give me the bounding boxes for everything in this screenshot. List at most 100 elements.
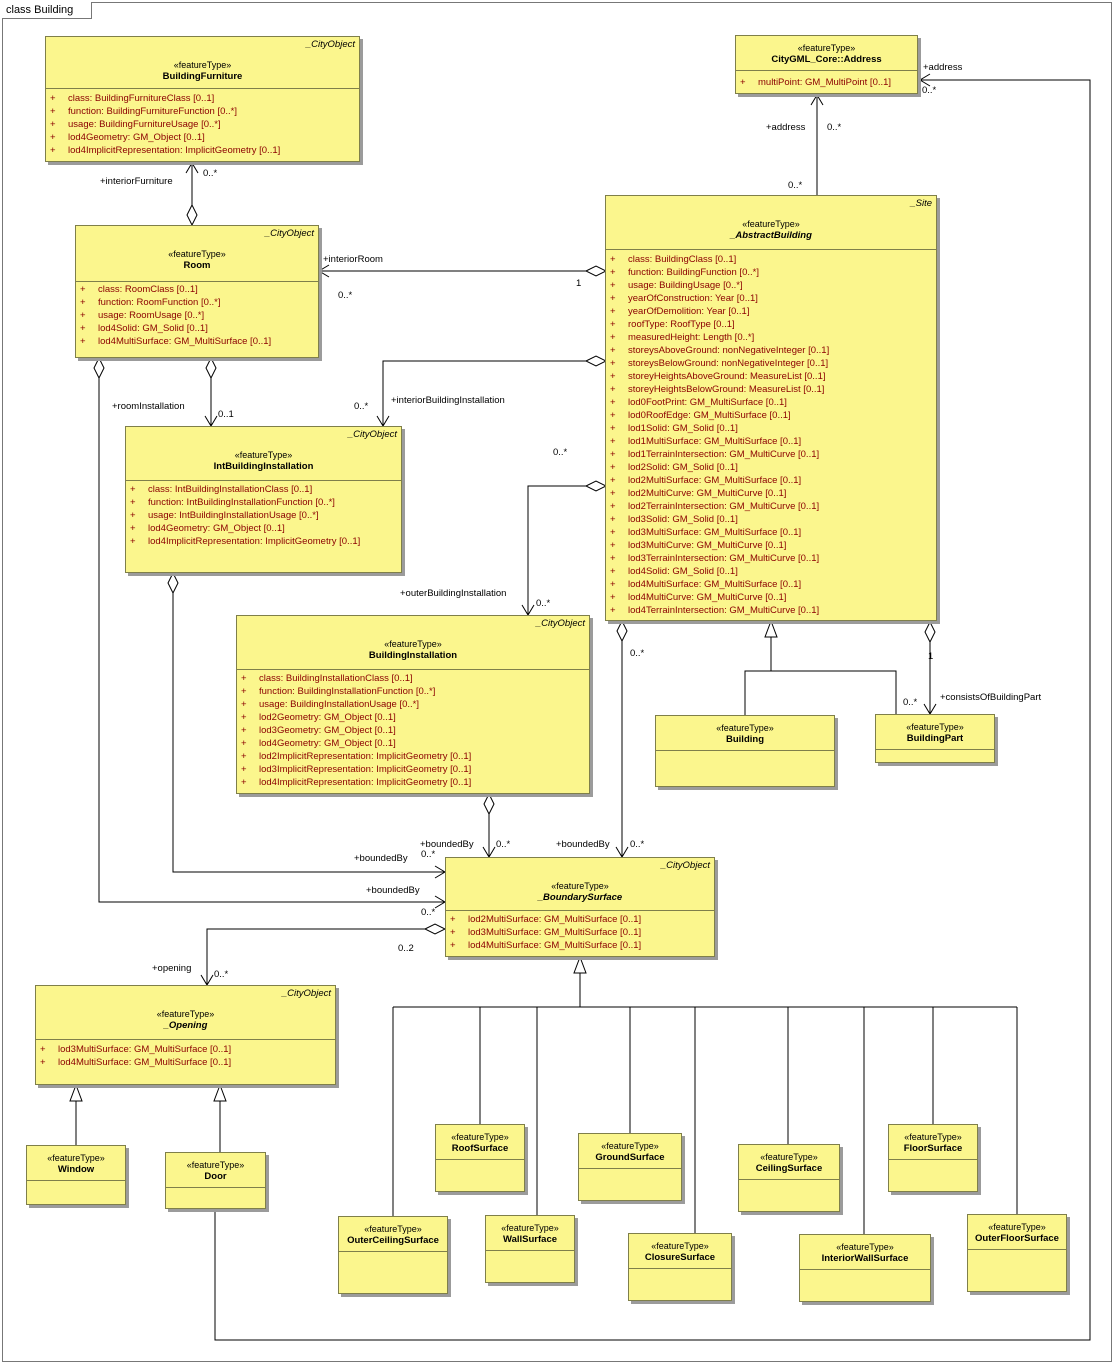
stereotype: «featureType» (173, 60, 232, 70)
class-name: ClosureSurface (644, 1252, 716, 1263)
furniture-aggregation-diamond (186, 203, 198, 227)
attribute: +function: BuildingFunction [0..*] (610, 267, 759, 278)
class-name: _Opening (163, 1020, 208, 1031)
multiplicity-label: 0..* (903, 697, 918, 708)
class-building-installation[interactable]: _CityObject «featureType» BuildingInstal… (236, 615, 590, 794)
stereotype: «featureType» (186, 1160, 245, 1170)
int-installation-boundedby-line (172, 593, 445, 873)
attribute: +lod4ImplicitRepresentation: ImplicitGeo… (50, 145, 281, 156)
class-interior-wall-surface[interactable]: «featureType» InteriorWallSurface (799, 1234, 931, 1302)
class-name: IntBuildingInstallation (213, 461, 314, 472)
parent-label: _Site (910, 198, 932, 209)
class-room[interactable]: _CityObject «featureType» Room +class: R… (75, 225, 319, 358)
stereotype: «featureType» (906, 722, 964, 732)
stereotype: «featureType» (988, 1222, 1046, 1232)
class-outer-ceiling-surface[interactable]: «featureType» OuterCeilingSurface (338, 1216, 448, 1294)
class-ceiling-surface[interactable]: «featureType» CeilingSurface (738, 1144, 840, 1212)
attribute: +lod1MultiSurface: GM_MultiSurface [0..1… (610, 436, 802, 447)
attribute: +class: BuildingInstallationClass [0..1] (241, 673, 413, 684)
address-building-arrowhead (810, 94, 824, 106)
multiplicity-label: 0..* (536, 598, 551, 609)
attribute: +lod4Geometry: GM_Object [0..1] (241, 738, 396, 749)
multiplicity-label: 0..* (354, 401, 369, 412)
attribute: +usage: BuildingUsage [0..*] (610, 280, 743, 291)
class-name: InteriorWallSurface (821, 1253, 909, 1264)
role-label: +address (766, 122, 806, 133)
multiplicity-label: 0..2 (398, 943, 414, 954)
attribute: +lod4ImplicitRepresentation: ImplicitGeo… (241, 777, 472, 788)
role-label: +boundedBy (556, 839, 610, 850)
attribute: +lod3MultiCurve: GM_MultiCurve [0..1] (610, 540, 787, 551)
stereotype: «featureType» (156, 1009, 215, 1019)
attribute: +lod2MultiCurve: GM_MultiCurve [0..1] (610, 488, 787, 499)
attribute: +yearOfConstruction: Year [0..1] (610, 293, 758, 304)
class-opening[interactable]: _CityObject «featureType» _Opening +lod3… (35, 985, 336, 1085)
class-roof-surface[interactable]: «featureType» RoofSurface (435, 1124, 525, 1192)
attribute: +lod3MultiSurface: GM_MultiSurface [0..1… (40, 1044, 232, 1055)
attribute: +lod4Geometry: GM_Object [0..1] (130, 523, 285, 534)
class-boundary-surface[interactable]: _CityObject «featureType» _BoundarySurfa… (445, 857, 715, 957)
class-building[interactable]: «featureType» Building (655, 715, 835, 787)
role-label: +outerBuildingInstallation (400, 588, 507, 599)
attribute: +lod4TerrainIntersection: GM_MultiCurve … (610, 605, 820, 616)
stereotype: «featureType» (501, 1223, 559, 1233)
parent-label: _CityObject (281, 988, 331, 999)
stereotype: «featureType» (760, 1152, 818, 1162)
class-name: Room (183, 260, 211, 271)
class-ground-surface[interactable]: «featureType» GroundSurface (578, 1133, 682, 1201)
multiplicity-label: 0..* (630, 839, 645, 850)
class-address[interactable]: «featureType» CityGML_Core::Address +mul… (735, 35, 918, 94)
attribute: +lod1TerrainIntersection: GM_MultiCurve … (610, 449, 820, 460)
class-int-building-installation[interactable]: _CityObject «featureType» IntBuildingIns… (125, 426, 402, 573)
role-label: +roomInstallation (112, 401, 185, 412)
class-building-part[interactable]: «featureType» BuildingPart (875, 714, 995, 763)
multiplicity-label: 0..* (788, 180, 803, 191)
stereotype: «featureType» (384, 639, 442, 649)
class-building-furniture[interactable]: _CityObject «featureType» BuildingFurnit… (45, 36, 360, 162)
parent-label: _CityObject (535, 618, 585, 629)
class-name: RoofSurface (451, 1143, 509, 1154)
multiplicity-label: 0..* (214, 969, 229, 980)
class-window[interactable]: «featureType» Window (26, 1145, 126, 1205)
class-closure-surface[interactable]: «featureType» ClosureSurface (628, 1233, 732, 1301)
attribute: +lod4MultiSurface: GM_MultiSurface [0..1… (40, 1057, 232, 1068)
attribute: +usage: IntBuildingInstallationUsage [0.… (130, 510, 319, 521)
class-name: Building (726, 734, 764, 745)
attribute: +usage: RoomUsage [0..*] (80, 310, 205, 321)
multiplicity-label: 0..* (630, 648, 645, 659)
multiplicity-label: 0..* (553, 447, 568, 458)
multiplicity-label: 0..* (338, 290, 353, 301)
attribute: +function: IntBuildingInstallationFuncti… (130, 497, 335, 508)
parent-label: _CityObject (660, 860, 710, 871)
attribute: +lod4MultiCurve: GM_MultiCurve [0..1] (610, 592, 787, 603)
class-wall-surface[interactable]: «featureType» WallSurface (485, 1215, 575, 1283)
attribute: +storeysBelowGround: nonNegativeInteger … (610, 358, 829, 369)
parent-label: _CityObject (347, 429, 397, 440)
stereotype: «featureType» (168, 249, 226, 259)
attribute: +usage: BuildingInstallationUsage [0..*] (241, 699, 420, 710)
attribute: +storeyHeightsAboveGround: MeasureList [… (610, 371, 826, 382)
role-label: +address (923, 62, 963, 73)
class-door[interactable]: «featureType» Door (165, 1152, 266, 1209)
multiplicity-label: 1 (928, 651, 934, 662)
class-outer-floor-surface[interactable]: «featureType» OuterFloorSurface (967, 1214, 1067, 1292)
attribute: +lod2ImplicitRepresentation: ImplicitGeo… (241, 751, 472, 762)
class-name: Door (204, 1171, 227, 1182)
class-name: CeilingSurface (755, 1163, 823, 1174)
attribute: +roofType: RoofType [0..1] (610, 319, 735, 330)
attribute: +lod2TerrainIntersection: GM_MultiCurve … (610, 501, 820, 512)
class-name: FloorSurface (903, 1143, 963, 1154)
class-abstract-building[interactable]: _Site «featureType» _AbstractBuilding +c… (605, 195, 937, 621)
class-floor-surface[interactable]: «featureType» FloorSurface (888, 1124, 978, 1192)
attribute: +lod0RoofEdge: GM_MultiSurface [0..1] (610, 410, 791, 421)
attribute: +lod3TerrainIntersection: GM_MultiCurve … (610, 553, 820, 564)
parent-label: _CityObject (305, 39, 355, 50)
attribute: +lod2Geometry: GM_Object [0..1] (241, 712, 396, 723)
role-label: +boundedBy (354, 853, 408, 864)
attribute: +lod3ImplicitRepresentation: ImplicitGeo… (241, 764, 472, 775)
opening-line (206, 928, 425, 985)
parent-label: _CityObject (264, 228, 314, 239)
room-boundedby-line (98, 378, 445, 903)
multiplicity-label: 0..* (496, 839, 511, 850)
